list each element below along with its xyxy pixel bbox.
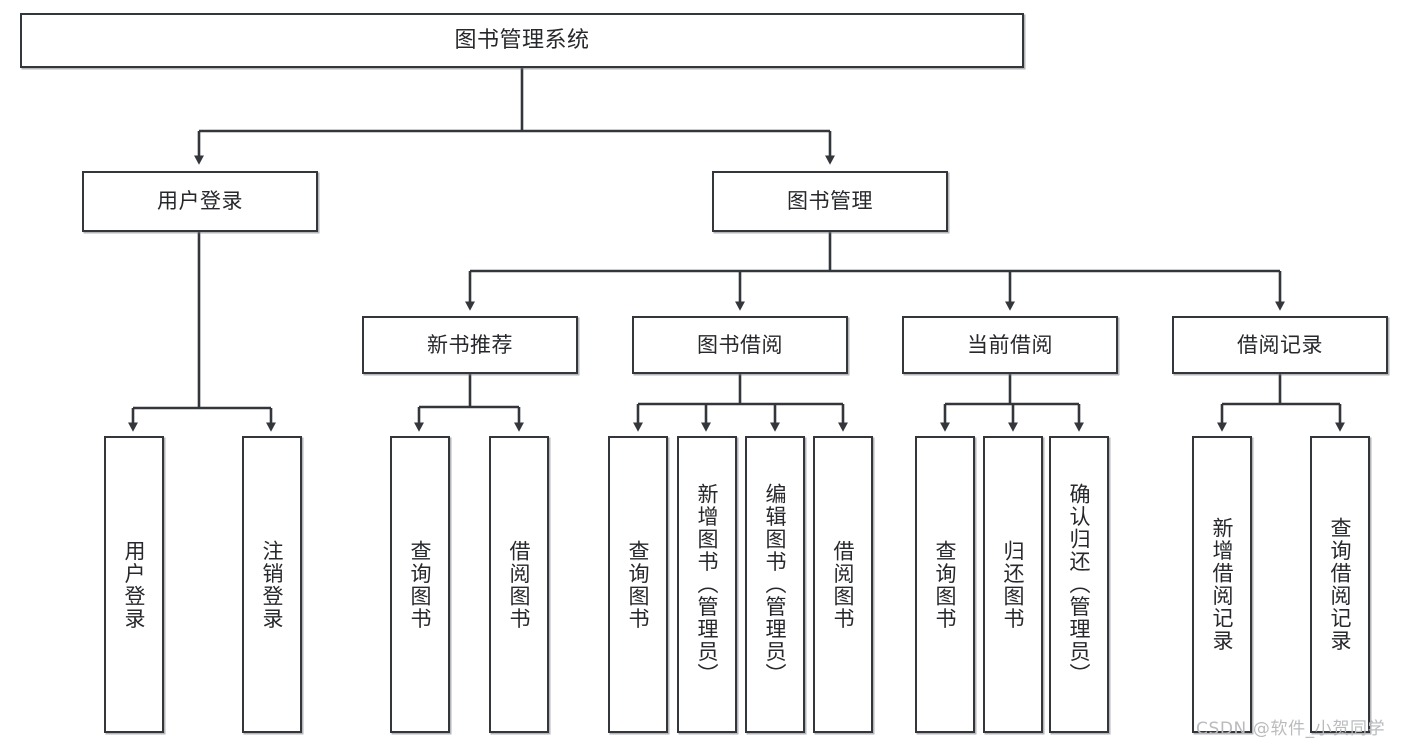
csdn-watermark: CSDN @软件_小贺同学	[1196, 719, 1386, 739]
node-label: 图书管理	[787, 189, 873, 214]
node-borrow-record[interactable]: 借阅记录	[1172, 316, 1388, 374]
node-label: 用户登录	[157, 189, 243, 214]
node-book-borrow[interactable]: 图书借阅	[632, 316, 848, 374]
node-label: 查询图书	[626, 539, 651, 630]
node-label: 图书管理系统	[454, 27, 590, 53]
leaf-book-borrow-add[interactable]: 新增图书（管理员）	[677, 436, 737, 733]
leaf-user-login-logout[interactable]: 注销登录	[242, 436, 302, 733]
node-label: 当前借阅	[967, 332, 1053, 357]
node-label: 新书推荐	[427, 332, 513, 357]
node-label: 编辑图书（管理员）	[763, 483, 788, 686]
leaf-user-login-login[interactable]: 用户登录	[104, 436, 164, 733]
leaf-borrow-record-query[interactable]: 查询借阅记录	[1310, 436, 1370, 733]
node-label: 查询借阅记录	[1328, 517, 1353, 652]
leaf-new-book-query[interactable]: 查询图书	[390, 436, 450, 733]
node-label: 注销登录	[260, 539, 285, 630]
node-label: 借阅图书	[507, 539, 532, 630]
node-label: 查询图书	[933, 539, 958, 630]
node-label: 归还图书	[1001, 539, 1026, 630]
node-new-book-recommend[interactable]: 新书推荐	[362, 316, 578, 374]
node-user-login[interactable]: 用户登录	[82, 171, 318, 232]
node-root-system[interactable]: 图书管理系统	[20, 13, 1024, 68]
node-label: 新增图书（管理员）	[695, 483, 720, 686]
leaf-book-borrow-borrow[interactable]: 借阅图书	[813, 436, 873, 733]
leaf-new-book-borrow[interactable]: 借阅图书	[489, 436, 549, 733]
leaf-current-borrow-query[interactable]: 查询图书	[915, 436, 975, 733]
node-label: 借阅记录	[1237, 332, 1323, 357]
node-label: 查询图书	[408, 539, 433, 630]
node-label: 确认归还（管理员）	[1067, 483, 1092, 686]
node-current-borrow[interactable]: 当前借阅	[902, 316, 1118, 374]
leaf-current-borrow-return[interactable]: 归还图书	[983, 436, 1043, 733]
node-label: 图书借阅	[697, 332, 783, 357]
leaf-borrow-record-add[interactable]: 新增借阅记录	[1192, 436, 1252, 733]
node-label: 新增借阅记录	[1210, 517, 1235, 652]
leaf-book-borrow-edit[interactable]: 编辑图书（管理员）	[745, 436, 805, 733]
leaf-book-borrow-query[interactable]: 查询图书	[608, 436, 668, 733]
node-label: 用户登录	[122, 539, 147, 630]
leaf-current-borrow-confirm-return[interactable]: 确认归还（管理员）	[1049, 436, 1109, 733]
node-label: 借阅图书	[831, 539, 856, 630]
node-book-management[interactable]: 图书管理	[712, 171, 948, 232]
